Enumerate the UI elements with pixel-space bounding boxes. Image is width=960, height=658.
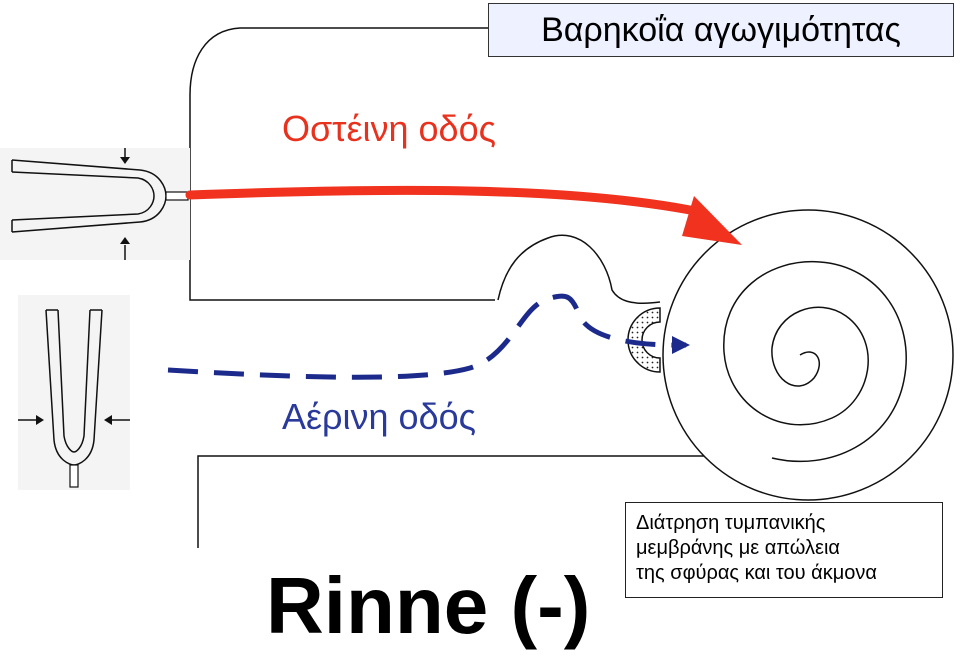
skull-outline	[189, 27, 495, 301]
oval-window	[627, 307, 661, 373]
cochlea-icon	[662, 209, 954, 501]
rinne-test-result: Rinne (-)	[266, 561, 591, 650]
air-conduction-label: Αέρινη οδός	[282, 396, 476, 437]
tuning-fork-icon	[0, 148, 190, 260]
note-box: Διάτρηση τυμπανικής μεμβράνης με απώλεια…	[625, 502, 943, 598]
bone-conduction-arrow	[185, 185, 742, 245]
note-line: της σφύρας και του άκμονα	[636, 562, 877, 584]
note-line: Διάτρηση τυμπανικής	[636, 512, 826, 534]
air-conduction-arrow	[167, 293, 690, 380]
note-line: μεμβράνης με απώλεια	[636, 537, 840, 559]
bone-conduction-label: Οστέινη οδός	[282, 108, 496, 149]
diagram-title: Βαρηκοΐα αγωγιμότητας	[488, 3, 954, 57]
lower-outline	[197, 455, 710, 548]
tuning-fork-icon	[18, 295, 130, 490]
middle-ear-outline	[497, 234, 661, 304]
